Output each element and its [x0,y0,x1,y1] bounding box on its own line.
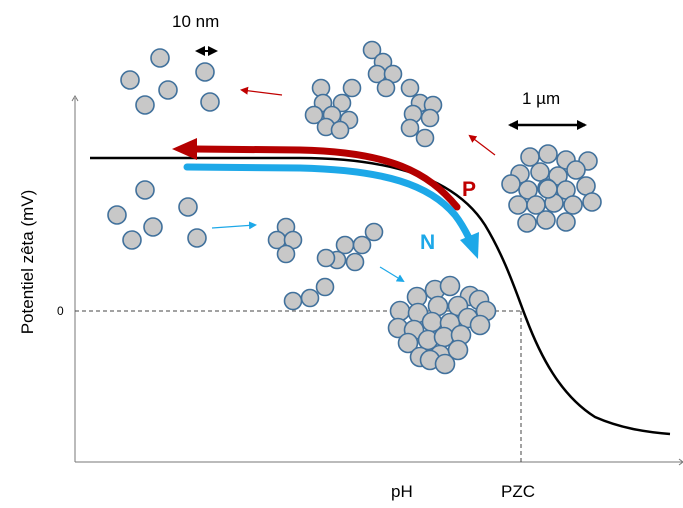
particle [447,339,469,361]
particle [518,180,538,200]
red-small-arrow-1 [240,86,283,96]
particle [501,174,521,194]
particle [582,192,602,212]
particle [415,128,435,148]
particle [400,78,420,98]
particle [276,244,296,264]
particle [200,92,220,112]
particle [332,93,352,113]
particle [420,108,440,128]
particle [536,210,556,230]
red-small-arrow-2 [468,134,496,156]
particle [389,300,411,322]
path-p-arrowhead-icon [172,138,197,160]
zero-tick-label: 0 [57,304,64,318]
particle [143,217,163,237]
particle [400,118,420,138]
particle [538,144,558,164]
path-n-label: N [420,231,435,254]
path-p-label: P [462,178,476,201]
x-axis-label: pH [391,482,413,501]
y-axis-label: Potentiel zêta (mV) [18,190,37,335]
pzc-label: PZC [501,482,535,501]
particle [158,80,178,100]
small-aggregate-low [283,277,335,311]
path-n-arrowhead-icon [460,232,479,259]
large-aggregate-right [501,144,602,233]
path-p-arrow [191,145,461,211]
particle [345,252,365,272]
dispersed-particles-left [107,180,207,250]
particle [364,222,384,242]
particle [566,160,586,180]
small-aggregate-top-a [304,78,362,140]
large-aggregate-bottom [387,275,497,375]
dispersed-particles-top [120,48,220,115]
particle [434,353,456,375]
particle [517,213,537,233]
particle [342,78,362,98]
particle [316,248,336,268]
particle [178,197,198,217]
particle [362,40,382,60]
particle [563,195,583,215]
scale-10nm-label: 10 nm [172,12,219,31]
particle [538,179,558,199]
particle [107,205,127,225]
particle [120,70,140,90]
small-aggregate-top-b [362,40,443,148]
particle [150,48,170,68]
small-aggregate-mid [267,217,384,272]
particle [439,275,461,297]
particle [304,105,324,125]
particle [300,288,320,308]
particle [469,314,491,336]
particle-groups [107,40,602,375]
particle [352,235,372,255]
particle [135,95,155,115]
particle [376,78,396,98]
particle [315,277,335,297]
particle [330,120,350,140]
path-n-arrow [183,163,473,242]
particle [283,291,303,311]
scale-1um-label: 1 µm [522,89,560,108]
particle [508,195,528,215]
particle [397,332,419,354]
particle [530,162,550,182]
particle [556,212,576,232]
particle [187,228,207,248]
x-axis-arrow-icon [678,458,683,466]
particle [195,62,215,82]
blue-small-arrow-1 [211,221,257,230]
y-axis-arrow-icon [71,95,79,102]
particle [135,180,155,200]
particle [122,230,142,250]
blue-small-arrow-2 [379,266,405,283]
